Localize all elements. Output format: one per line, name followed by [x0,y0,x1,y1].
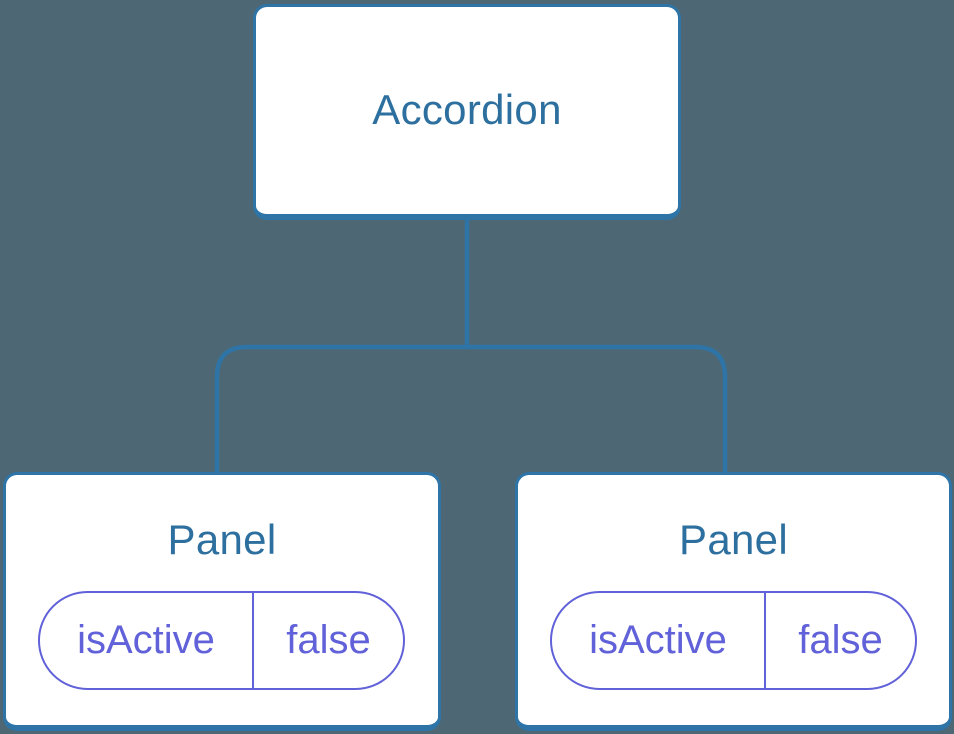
component-box-accordion: Accordion [253,4,681,220]
state-pill: isActive false [38,591,405,690]
state-value: false [286,618,371,662]
accordion-label: Accordion [372,86,562,134]
connector-branch [214,344,728,478]
state-pill: isActive false [550,591,917,690]
state-key: isActive [552,593,766,688]
panel-label: Panel [679,516,788,563]
component-box-panel-right: Panel isActive false [515,472,952,731]
state-value: false [798,618,883,662]
panel-label: Panel [167,516,277,563]
component-box-panel-left: Panel isActive false [3,472,441,731]
state-key: isActive [40,593,254,688]
